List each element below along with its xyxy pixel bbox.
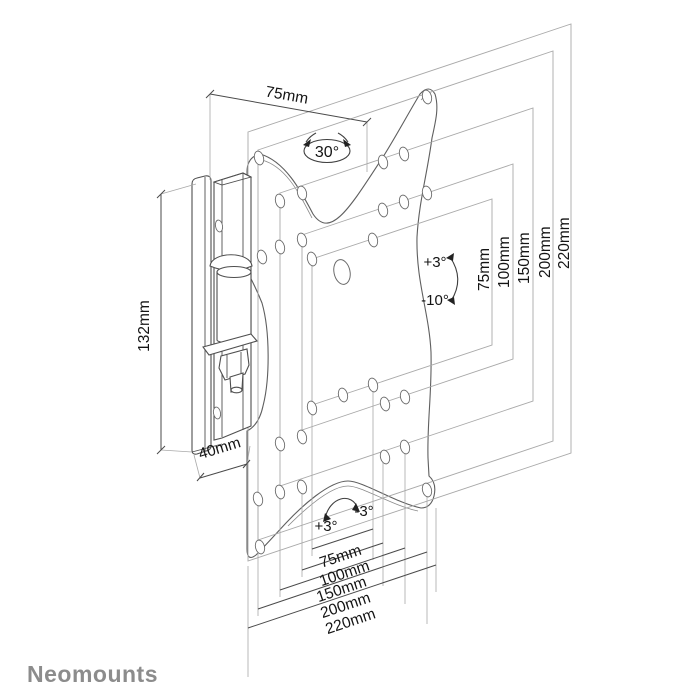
tilt-arrow-down-head (447, 297, 455, 305)
vesa-rect-75 (311, 198, 493, 406)
level-plus-label: +3° (314, 518, 337, 535)
rail-top-face (212, 172, 253, 186)
top-width-label: 75mm (264, 83, 309, 107)
vesa-plate (246, 88, 438, 558)
bracket-height-label: 132mm (136, 300, 153, 352)
swivel-arrow-left-head (303, 139, 311, 147)
dim-top-width: 75mm (205, 83, 372, 180)
tilt-up-label: +3° (423, 254, 446, 271)
bracket-bottom-edge (191, 443, 223, 453)
tilt-annotation: +3° -10° (421, 253, 459, 309)
wall-bracket (191, 172, 258, 455)
center-hole (333, 259, 351, 285)
vesa-rect-200 (257, 50, 554, 541)
vesa-horizontal-labels: 75mm 100mm 150mm 200mm 220mm (314, 542, 377, 638)
bracket-screw-hole-top (214, 219, 224, 233)
level-arrow-left-head (323, 513, 331, 522)
swivel-angle-label: 30° (315, 144, 339, 161)
bracket-screw-hole-bottom (212, 406, 222, 420)
vesa-rect-100 (301, 163, 514, 431)
tilt-arc (449, 256, 459, 302)
plate-arch-inner-line (287, 485, 419, 527)
hinge (202, 254, 258, 394)
level-arrow-right-head (352, 503, 360, 512)
vesa-v-label-100: 100mm (496, 236, 513, 288)
hinge-cylinder (216, 271, 252, 344)
vesa-v-label-220: 220mm (556, 217, 573, 269)
swivel-arrow-right-arc (337, 132, 349, 143)
plate-edge-inner-line (261, 159, 313, 219)
vesa-vertical-labels: 75mm 100mm 150mm 200mm 220mm (476, 217, 573, 291)
vesa-v-label-200: 200mm (537, 226, 554, 278)
vesa-v-label-150: 150mm (516, 232, 533, 284)
brand-logo: Neomounts (27, 661, 158, 687)
hinge-flange (202, 333, 258, 356)
tilt-arrow-up-head (446, 253, 454, 261)
dim-bracket-height: 132mm (136, 183, 197, 455)
vesa-rect-150 (279, 107, 534, 487)
swivel-arrow-left-arc (305, 132, 317, 143)
bottom-dimension-lines (247, 528, 437, 629)
hinge-nut (218, 348, 250, 381)
swivel-annotation: 30° (303, 132, 351, 164)
swivel-arrow-right-head (343, 139, 351, 147)
level-annotation: +3° -3° (314, 497, 374, 535)
vesa-holes (252, 89, 433, 555)
wall-plate (191, 175, 212, 455)
level-minus-label: -3° (354, 503, 373, 520)
vesa-v-label-75: 75mm (476, 248, 493, 291)
bottom-extension-lines (247, 390, 437, 677)
tilt-down-label: -10° (421, 292, 449, 309)
